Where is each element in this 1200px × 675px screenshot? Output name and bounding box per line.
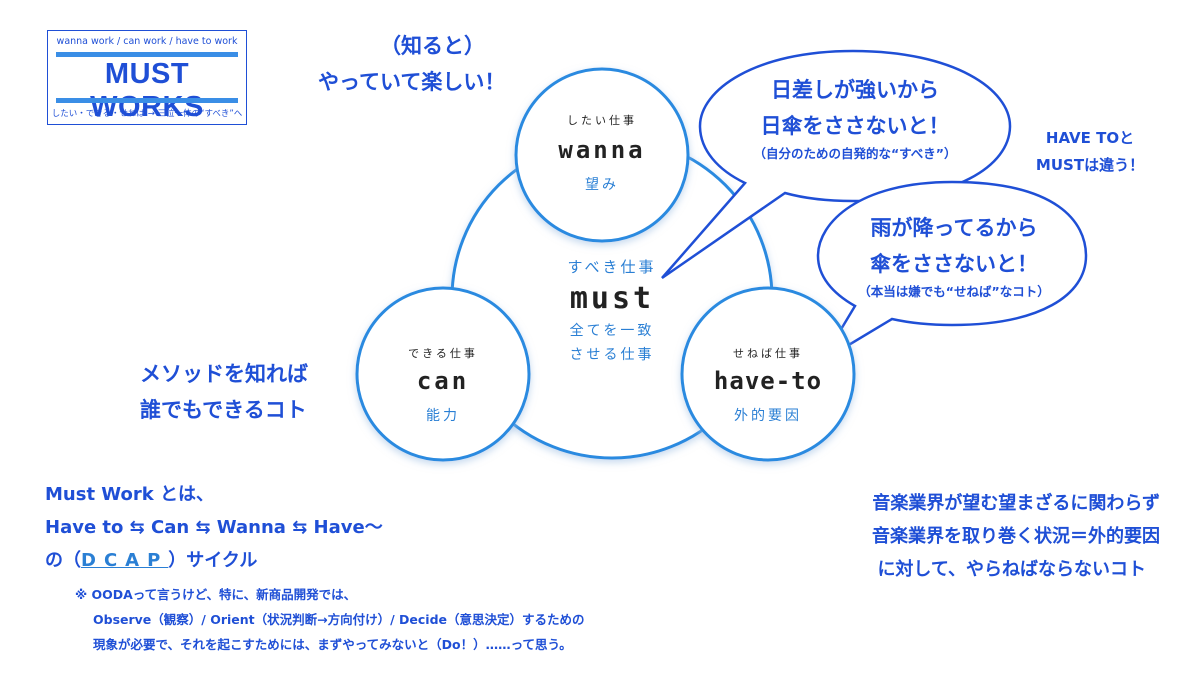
logo-title: MUST WORKS [90,58,204,123]
wanna-text: したい仕事 wanna 望み [522,112,682,194]
wanna-annotation-2: やっていて楽しい！ [318,70,506,94]
definition-line-1: Must Work とは、 [45,484,215,505]
rain-line-1: 雨が降ってるから [870,216,1038,240]
difference-line-2: MUSTは違う！ [1035,156,1145,174]
logo-top-bar [56,52,238,57]
definition-line-3-pre: の（ [45,550,81,571]
can-annotation-1: メソッドを知れば [140,362,308,386]
can-label: できる仕事 [408,347,478,360]
sun-bubble [661,49,1012,280]
can-annotation: メソッドを知れば 誰でもできるコト [140,356,360,428]
wanna-circle [514,67,690,243]
must-text: すべき仕事 must 全てを一致 させる仕事 [530,256,694,364]
wanna-annotation: （知ると） やっていて楽しい！ [300,28,550,100]
wanna-label: したい仕事 [567,114,637,127]
must-meaning-2: させる仕事 [569,347,655,363]
must-word: must [569,281,655,316]
rain-note: （本当は嫌でも“せねば”なコト） [858,284,1050,299]
can-word: can [416,367,470,395]
must-meaning-1: 全てを一致 [569,323,655,339]
haveto-meaning: 外的要因 [734,408,802,424]
haveto-word: have-to [713,367,823,395]
haveto-text: せねば仕事 have-to 外的要因 [688,345,848,425]
logo-bottom-bar [56,98,238,103]
must-label: すべき仕事 [567,258,657,276]
logo-tagline: wanna work / can work / have to work [56,36,238,47]
can-meaning: 能力 [426,408,460,424]
rain-line-2: 傘をささないと！ [870,252,1038,276]
wanna-meaning: 望み [585,177,619,193]
dcap-link[interactable]: DCAP [81,550,169,571]
haveto-annotation: 音楽業界が望む望まざるに関わらず 音楽業界を取り巻く状況＝外的要因 に対して、や… [740,487,1160,586]
can-text: できる仕事 can 能力 [363,345,523,425]
sun-note: （自分のための自発的な“すべき”） [753,146,957,161]
ooda-note-1: ※ OODAって言うけど、特に、新商品開発では、 [75,587,357,602]
logo-subtitle: したい・できる・せねば → 三位一体の“すべき”へ [51,109,243,119]
sun-line-1: 日差しが強いから [771,78,939,102]
can-circle [355,286,531,462]
sun-bubble-text: 日差しが強いから 日傘をささないと！ （自分のための自発的な“すべき”） [720,72,990,164]
haveto-annotation-3: に対して、やらねばならないコト [877,559,1146,580]
haveto-annotation-2: 音楽業界を取り巻く状況＝外的要因 [872,526,1160,547]
rain-bubble [816,180,1088,363]
can-annotation-2: 誰でもできるコト [140,398,307,422]
definition-line-3: の（DCAP）サイクル [45,544,605,577]
haveto-label: せねば仕事 [733,347,803,360]
must-works-logo: wanna work / can work / have to work MUS… [47,30,247,125]
ooda-note-2: Observe（観察）/ Orient（状況判断→方向付け）/ Decide（意… [93,612,585,627]
wanna-word: wanna [558,136,646,164]
haveto-circle [680,286,856,462]
ooda-note-3: 現象が必要で、それを起こすためには、まずやってみないと（Do！）……って思う。 [93,637,572,652]
difference-line-1: HAVE TOと [1045,129,1135,147]
haveto-annotation-1: 音楽業界が望む望まざるに関わらず [872,493,1160,514]
rain-bubble-text: 雨が降ってるから 傘をささないと！ （本当は嫌でも“せねば”なコト） [838,210,1070,302]
must-work-definition: Must Work とは、 Have to ⇆ Can ⇆ Wanna ⇆ Ha… [45,478,605,577]
difference-annotation: HAVE TOと MUSTは違う！ [1015,124,1165,178]
definition-line-2: Have to ⇆ Can ⇆ Wanna ⇆ Have〜 [45,517,383,538]
ooda-note: ※ OODAって言うけど、特に、新商品開発では、 Observe（観察）/ Or… [75,582,715,657]
wanna-annotation-1: （知ると） [380,34,485,58]
sun-line-2: 日傘をささないと！ [760,114,950,138]
definition-line-3-post: ）サイクル [168,550,258,571]
